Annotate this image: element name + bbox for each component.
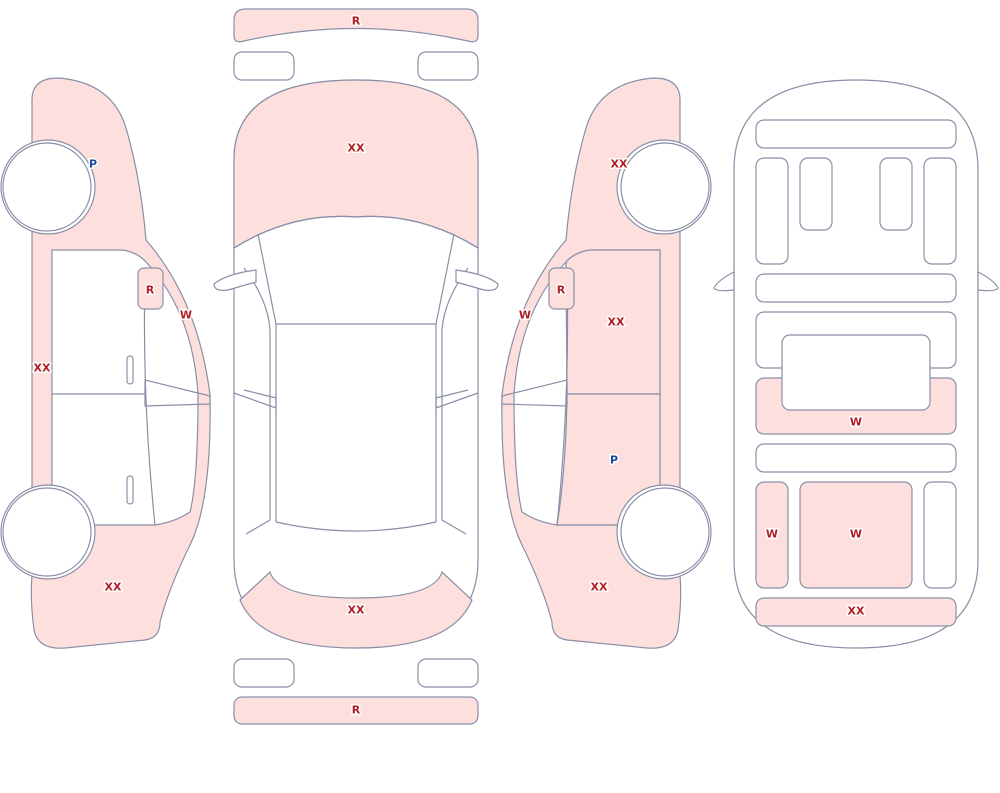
left-front-wheel xyxy=(2,142,92,232)
right-mirror[interactable] xyxy=(548,267,575,310)
left-rear-wheel xyxy=(2,487,92,577)
left-rocker-code: XX xyxy=(34,362,51,375)
left-rear-quarter-code: XX xyxy=(105,581,122,594)
left-mirror[interactable] xyxy=(137,267,164,310)
rear-bumper-code: R xyxy=(352,704,361,717)
right-rear-door-code: P xyxy=(610,454,618,467)
top-left-mirror-line xyxy=(233,389,277,409)
hood-code: XX xyxy=(348,142,365,155)
dashboard xyxy=(755,119,957,149)
rear-left-code: W xyxy=(766,528,778,541)
interior-view: W W W XX xyxy=(713,79,999,649)
interior-right-mirror xyxy=(977,271,999,292)
rear-left-panel[interactable] xyxy=(755,481,789,589)
right-front-wheel xyxy=(620,142,710,232)
mid-panel-code: W xyxy=(850,416,862,429)
center-console xyxy=(781,334,931,411)
trunk-code: XX xyxy=(348,604,365,617)
top-right-mirror xyxy=(455,269,499,291)
right-front-fender-code: XX xyxy=(611,158,628,171)
right-mirror-outline xyxy=(501,379,568,407)
right-rear-wheel xyxy=(620,487,710,577)
rear-right-panel xyxy=(923,481,957,589)
windshield xyxy=(257,233,455,325)
rear-center-code: W xyxy=(850,528,862,541)
cabin-outline xyxy=(233,215,479,249)
front-bumper[interactable] xyxy=(233,8,479,43)
right-rear-quarter-code: XX xyxy=(591,581,608,594)
trunk[interactable] xyxy=(239,570,473,649)
right-mirror-code: R xyxy=(557,284,566,297)
front-right-console xyxy=(879,157,913,231)
rear-window xyxy=(275,521,437,532)
left-door-area xyxy=(51,249,199,526)
front-left-seat xyxy=(755,157,789,265)
rear-right-light xyxy=(417,658,479,688)
front-right-seat xyxy=(923,157,957,265)
front-left-console xyxy=(799,157,833,231)
rear-center-panel[interactable] xyxy=(799,481,913,589)
left-front-handle xyxy=(126,355,134,385)
top-right-mirror-line xyxy=(435,389,479,409)
right-front-door-code: XX xyxy=(608,316,625,329)
front-right-light xyxy=(417,51,479,81)
left-a-pillar-code: W xyxy=(180,309,192,322)
top-view: R XX XX R xyxy=(213,8,499,725)
rear-bumper[interactable] xyxy=(233,696,479,725)
rear-bar-code: XX xyxy=(848,605,865,618)
rear-bar[interactable] xyxy=(755,597,957,627)
front-left-light xyxy=(233,51,295,81)
left-rear-handle xyxy=(126,475,134,505)
interior-left-mirror xyxy=(713,271,735,292)
top-left-mirror xyxy=(213,269,257,291)
front-crossbar xyxy=(755,273,957,303)
right-front-door[interactable] xyxy=(565,249,661,395)
left-mirror-code: R xyxy=(146,284,155,297)
front-bumper-code: R xyxy=(352,15,361,28)
left-mirror-outline xyxy=(144,379,211,407)
right-side-view: XX R W XX P XX xyxy=(501,77,712,649)
right-a-pillar-code: W xyxy=(519,309,531,322)
left-front-fender-code: P xyxy=(89,158,97,171)
left-side-view: P R W XX XX xyxy=(0,77,211,649)
rear-left-light xyxy=(233,658,295,688)
rear-crossbar xyxy=(755,443,957,473)
